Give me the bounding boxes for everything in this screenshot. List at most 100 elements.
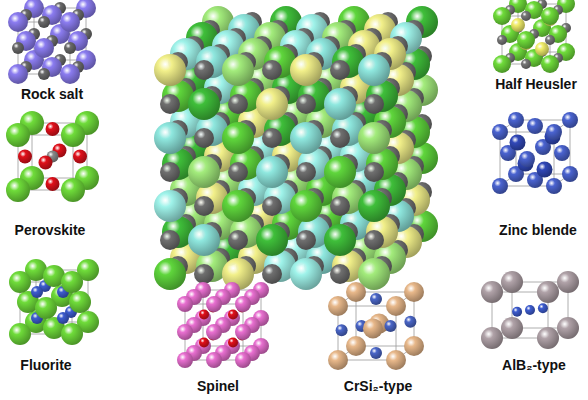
atom-sphere: [364, 162, 384, 182]
atom-sphere: [262, 128, 282, 148]
atom-sphere: [324, 156, 356, 188]
atom-sphere: [562, 112, 578, 128]
cell-edge: [570, 120, 571, 174]
atom-sphere: [324, 88, 356, 120]
atom-sphere: [160, 230, 180, 250]
atom-sphere: [69, 291, 91, 313]
atom-sphere: [9, 323, 31, 345]
atom-sphere: [346, 282, 366, 302]
atom-sphere: [404, 282, 424, 302]
atom-sphere: [296, 162, 316, 182]
atom-sphere: [194, 128, 214, 148]
atom-sphere: [154, 54, 186, 86]
atom-sphere: [228, 310, 238, 320]
atom-sphere: [510, 135, 526, 151]
atom-sphere: [370, 347, 382, 359]
cell-edge: [516, 120, 570, 121]
structure-label: Perovskite: [15, 222, 86, 239]
atom-sphere: [188, 88, 220, 120]
atom-sphere: [60, 64, 80, 84]
atom-sphere: [546, 178, 562, 194]
structure-label: Fluorite: [20, 357, 71, 374]
atom-sphere: [256, 156, 288, 188]
atom-sphere: [364, 94, 384, 114]
structure-label: Half Heusler: [495, 76, 577, 93]
atom-sphere: [517, 31, 535, 49]
atom-sphere: [154, 190, 186, 222]
atom-sphere: [57, 312, 69, 324]
atom-sphere: [364, 230, 384, 250]
atom-sphere: [228, 338, 238, 348]
atom-sphere: [60, 12, 80, 32]
atom-sphere: [206, 324, 222, 340]
atom-sphere: [64, 42, 76, 54]
atom-sphere: [262, 196, 282, 216]
atom-sphere: [290, 54, 322, 86]
atom-sphere: [222, 54, 254, 86]
atom-sphere: [537, 281, 559, 303]
atom-sphere: [535, 42, 549, 56]
structure-label: CrSi₂-type: [344, 378, 412, 395]
atom-sphere: [199, 310, 209, 320]
atom-sphere: [370, 293, 382, 305]
atom-sphere: [385, 320, 397, 332]
atom-sphere: [296, 94, 316, 114]
structure-label: Rock salt: [21, 86, 83, 103]
structure-label: Spinel: [197, 378, 239, 395]
atom-sphere: [206, 352, 222, 368]
high-entropy-lattice: [154, 6, 438, 290]
atom-sphere: [501, 317, 523, 339]
atom-sphere: [358, 190, 390, 222]
perovskite-cell: [6, 111, 99, 202]
atom-sphere: [188, 156, 220, 188]
structure-label: AlB₂-type: [502, 357, 566, 374]
atom-sphere: [519, 151, 535, 167]
atom-sphere: [521, 59, 531, 69]
atom-sphere: [358, 54, 390, 86]
atom-sphere: [481, 327, 503, 349]
spinel-cell: [177, 282, 269, 368]
atom-sphere: [554, 145, 570, 161]
atom-sphere: [546, 124, 562, 140]
atom-sphere: [346, 336, 366, 356]
alb2-cell: [481, 271, 579, 349]
atom-sphere: [154, 122, 186, 154]
atom-sphere: [61, 123, 85, 147]
atom-sphere: [228, 162, 248, 182]
atom-sphere: [557, 317, 579, 339]
atom-sphere: [508, 112, 524, 128]
atom-sphere: [537, 162, 553, 178]
atom-sphere: [34, 38, 54, 58]
fluorite-cell: [9, 259, 99, 345]
atom-sphere: [330, 264, 350, 284]
atom-sphere: [256, 224, 288, 256]
atom-sphere: [545, 35, 555, 45]
atom-sphere: [206, 296, 222, 312]
atom-sphere: [512, 307, 522, 317]
atom-sphere: [541, 7, 559, 25]
atom-sphere: [290, 258, 322, 290]
atom-sphere: [6, 178, 30, 202]
atom-sphere: [511, 18, 525, 32]
atom-sphere: [404, 336, 424, 356]
zinc-blende-cell: [492, 112, 578, 194]
atom-sphere: [481, 281, 503, 303]
atom-sphere: [262, 60, 282, 80]
atom-sphere: [228, 94, 248, 114]
atom-sphere: [330, 196, 350, 216]
atom-sphere: [557, 271, 579, 293]
atom-sphere: [386, 296, 406, 316]
atom-sphere: [6, 123, 30, 147]
atom-sphere: [324, 224, 356, 256]
atom-sphere: [160, 162, 180, 182]
atom-sphere: [46, 177, 60, 191]
atom-sphere: [8, 12, 28, 32]
atom-sphere: [199, 338, 209, 348]
atom-sphere: [527, 118, 543, 134]
atom-sphere: [497, 35, 507, 45]
atom-sphere: [493, 55, 511, 73]
atom-sphere: [492, 178, 508, 194]
atom-sphere: [194, 60, 214, 80]
atom-sphere: [501, 271, 523, 293]
